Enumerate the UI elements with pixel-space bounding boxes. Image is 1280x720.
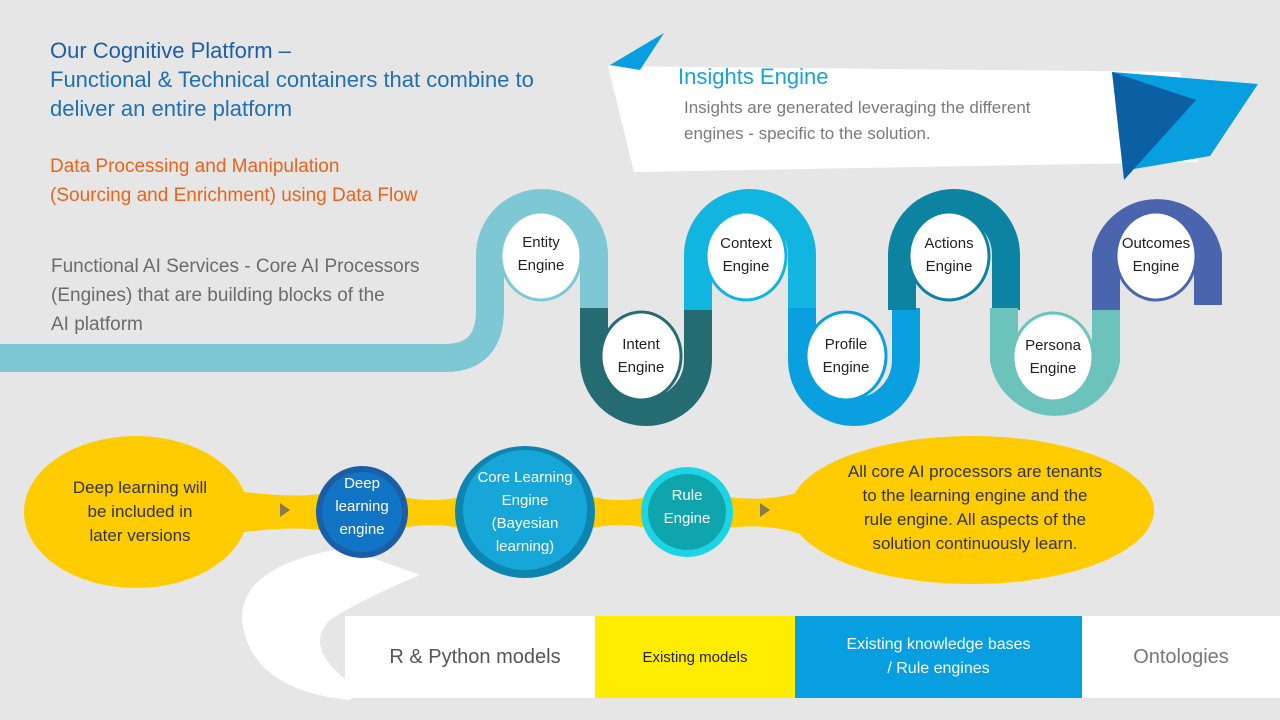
engine-label-line: Engine	[822, 359, 870, 376]
engine-context: Context Engine	[696, 232, 796, 278]
engine-label-line: Engine	[1029, 360, 1077, 377]
engine-label-line: Engine	[617, 359, 665, 376]
banner-corner-left	[610, 33, 664, 70]
node-line: Core Learning	[477, 469, 573, 486]
knowledge-line-1: Existing knowledge bases	[846, 636, 1031, 653]
node-line: Engine	[501, 492, 549, 509]
data-processing-line-2: (Sourcing and Enrichment) using Data Flo…	[50, 185, 418, 206]
node-line: learning)	[495, 538, 555, 555]
note-line: rule engine. All aspects of the	[863, 510, 1087, 529]
insights-line-2: engines - specific to the solution.	[684, 124, 931, 143]
node-line: learning	[335, 498, 389, 515]
note-line: Deep learning will	[72, 478, 208, 497]
arrow-icon	[760, 503, 770, 517]
core-learning-engine-label: Core Learning Engine (Bayesian learning)	[460, 466, 590, 558]
existing-models: Existing models	[642, 648, 748, 666]
arrow-icon	[280, 503, 290, 517]
engine-label-line: Outcomes	[1121, 235, 1191, 252]
engine-label-line: Intent	[622, 336, 660, 353]
title-line-1: Our Cognitive Platform –	[50, 38, 291, 63]
ontologies: Ontologies	[1133, 645, 1229, 668]
band-white-right	[1082, 616, 1280, 698]
rule-engine-label: Rule Engine	[647, 484, 727, 530]
r-python-models: R & Python models	[389, 645, 561, 668]
note-line: solution continuously learn.	[872, 534, 1078, 553]
page-title: Our Cognitive Platform – Functional & Te…	[50, 36, 534, 123]
engine-label-line: Context	[720, 235, 772, 252]
band-blue	[795, 616, 1082, 698]
learning-chain	[24, 436, 1154, 588]
existing-knowledge-bases: Existing knowledge bases / Rule engines	[795, 616, 1082, 698]
ai-services-description: Functional AI Services - Core AI Process…	[51, 252, 420, 339]
insights-engine-description: Insights are generated leveraging the di…	[684, 95, 1031, 147]
engine-label-line: Engine	[722, 258, 770, 275]
engine-label-line: Engine	[1132, 258, 1180, 275]
title-line-2: Functional & Technical containers that c…	[50, 67, 534, 92]
engine-actions: Actions Engine	[899, 232, 999, 278]
data-processing-line-1: Data Processing and Manipulation	[50, 156, 340, 177]
engine-circles	[499, 210, 1198, 403]
insights-engine-title: Insights Engine	[678, 64, 829, 89]
ai-services-line-2: (Engines) that are building blocks of th…	[51, 285, 385, 306]
engine-profile: Profile Engine	[796, 333, 896, 379]
engine-intent: Intent Engine	[591, 333, 691, 379]
knowledge-line-2: / Rule engines	[887, 660, 990, 677]
node-line: Deep	[344, 475, 380, 492]
note-line: to the learning engine and the	[862, 486, 1088, 505]
node-line: engine	[339, 521, 385, 538]
title-line-3: deliver an entire platform	[50, 96, 293, 121]
note-line: later versions	[89, 526, 191, 545]
engine-entity: Entity Engine	[491, 231, 591, 277]
ai-services-line-1: Functional AI Services - Core AI Process…	[51, 256, 420, 277]
engine-label-line: Persona	[1025, 337, 1081, 354]
engine-label-line: Actions	[924, 235, 974, 252]
node-line: Rule	[671, 487, 703, 504]
insights-banner	[608, 66, 1198, 172]
engine-label-line: Profile	[824, 336, 868, 353]
band-white-left	[345, 616, 595, 698]
note-line: All core AI processors are tenants	[847, 462, 1103, 481]
band-yellow	[595, 616, 795, 698]
node-line: (Bayesian	[491, 515, 559, 532]
engine-label-line: Engine	[517, 257, 565, 274]
white-curl	[241, 548, 420, 700]
node-line: Engine	[663, 510, 711, 527]
engine-persona: Persona Engine	[1003, 334, 1103, 380]
deep-learning-engine-label: Deep learning engine	[322, 472, 402, 541]
engine-label-line: Entity	[522, 234, 560, 251]
note-line: be included in	[87, 502, 193, 521]
deep-learning-note: Deep learning will be included in later …	[40, 476, 240, 548]
data-flow-pipe	[0, 255, 504, 372]
engine-outcomes: Outcomes Engine	[1106, 232, 1206, 278]
ai-services-line-3: AI platform	[51, 314, 143, 335]
engine-label-line: Engine	[925, 258, 973, 275]
banner-corner-right-dark	[1112, 72, 1196, 180]
insights-line-1: Insights are generated leveraging the di…	[684, 98, 1031, 117]
learning-summary-note: All core AI processors are tenants to th…	[815, 460, 1135, 556]
data-processing-heading: Data Processing and Manipulation (Sourci…	[50, 152, 418, 210]
